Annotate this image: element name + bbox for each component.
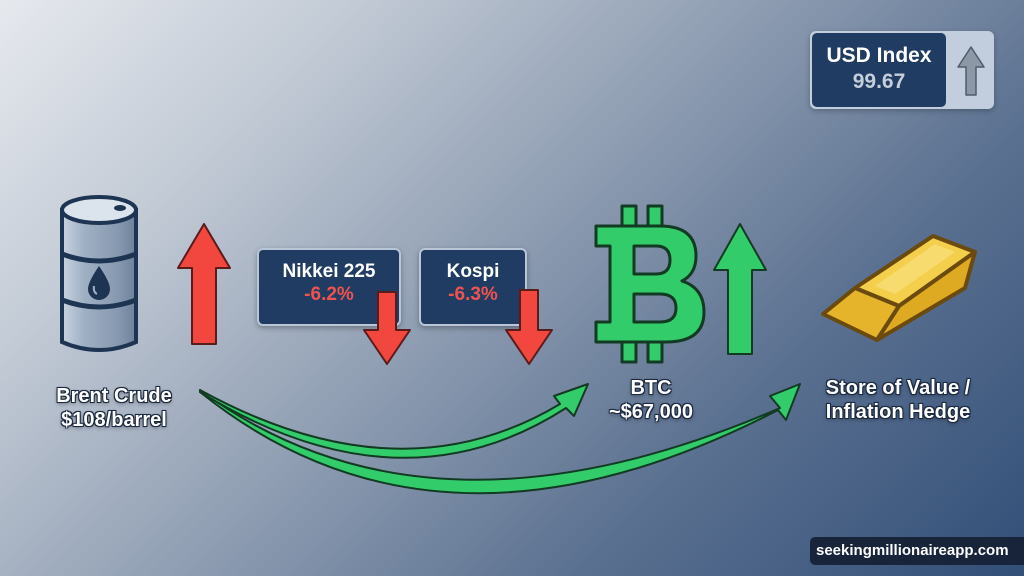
gold-bar-icon: [821, 234, 977, 342]
down-arrow-icon: [505, 289, 553, 365]
brent-crude-label: Brent Crude $108/barrel: [46, 384, 182, 432]
kospi-name: Kospi: [446, 261, 500, 282]
usd-index-label: USD Index: [826, 44, 932, 67]
nikkei-name: Nikkei 225: [282, 261, 376, 282]
usd-index-box: USD Index 99.67: [812, 33, 946, 107]
watermark: seekingmillionaireapp.com: [810, 537, 1024, 565]
brent-crude-price: $108/barrel: [61, 409, 167, 431]
down-arrow-icon: [363, 291, 411, 365]
store-of-value-label: Store of Value / Inflation Hedge: [806, 376, 990, 424]
oil-barrel-icon: [60, 195, 138, 352]
kospi-change: -6.3%: [448, 284, 498, 305]
nikkei-change: -6.2%: [304, 284, 354, 305]
store-of-value-line1: Store of Value /: [825, 377, 971, 399]
usd-index-card: USD Index 99.67: [810, 31, 994, 109]
up-arrow-icon: [713, 223, 767, 355]
store-of-value-line2: Inflation Hedge: [825, 401, 971, 423]
btc-name: BTC: [630, 377, 672, 399]
kospi-card: Kospi -6.3%: [419, 248, 527, 326]
btc-label: BTC ~$67,000: [588, 376, 714, 424]
usd-index-value: 99.67: [852, 70, 906, 93]
brent-crude-name: Brent Crude: [56, 385, 172, 407]
up-arrow-icon: [177, 223, 231, 345]
up-arrow-icon: [957, 46, 985, 96]
btc-price: ~$67,000: [609, 401, 693, 423]
bitcoin-icon: [594, 204, 706, 364]
